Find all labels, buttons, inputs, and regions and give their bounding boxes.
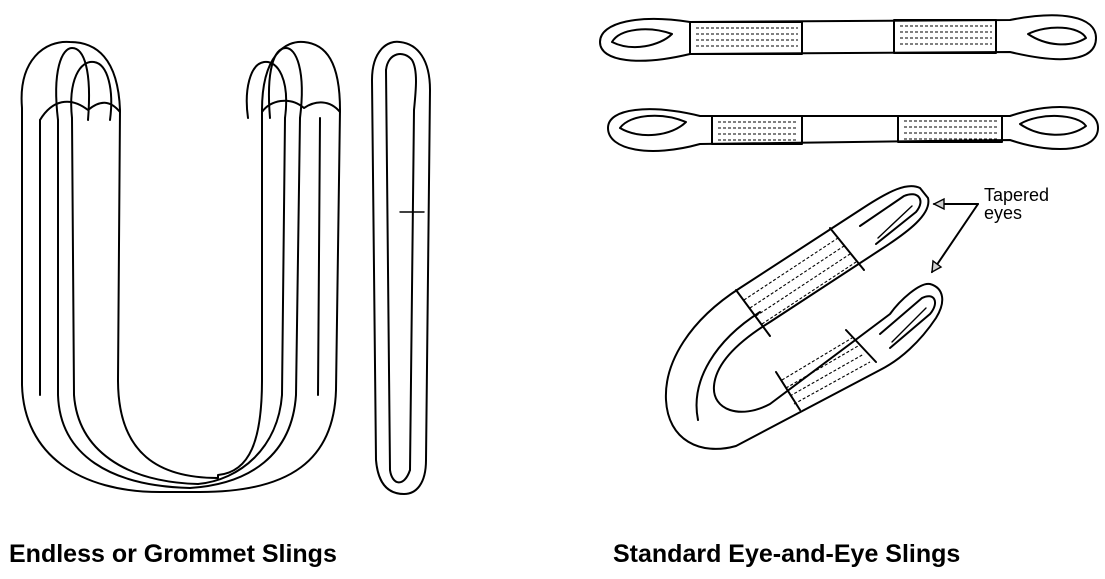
endless-sling-loop-illustration (372, 42, 430, 494)
caption-endless-slings: Endless or Grommet Slings (9, 540, 337, 569)
tapered-eyes-label: Tapered eyes (984, 186, 1094, 222)
caption-eye-and-eye-slings: Standard Eye-and-Eye Slings (613, 540, 960, 569)
endless-sling-u-illustration (22, 42, 340, 492)
eye-sling-middle-illustration (608, 107, 1098, 151)
tapered-eyes-label-line2: eyes (984, 204, 1094, 222)
folded-eye-sling-illustration (666, 186, 942, 449)
eye-sling-top-illustration (600, 15, 1096, 60)
tapered-eyes-arrows (932, 199, 978, 272)
tapered-eyes-label-line1: Tapered (984, 186, 1094, 204)
